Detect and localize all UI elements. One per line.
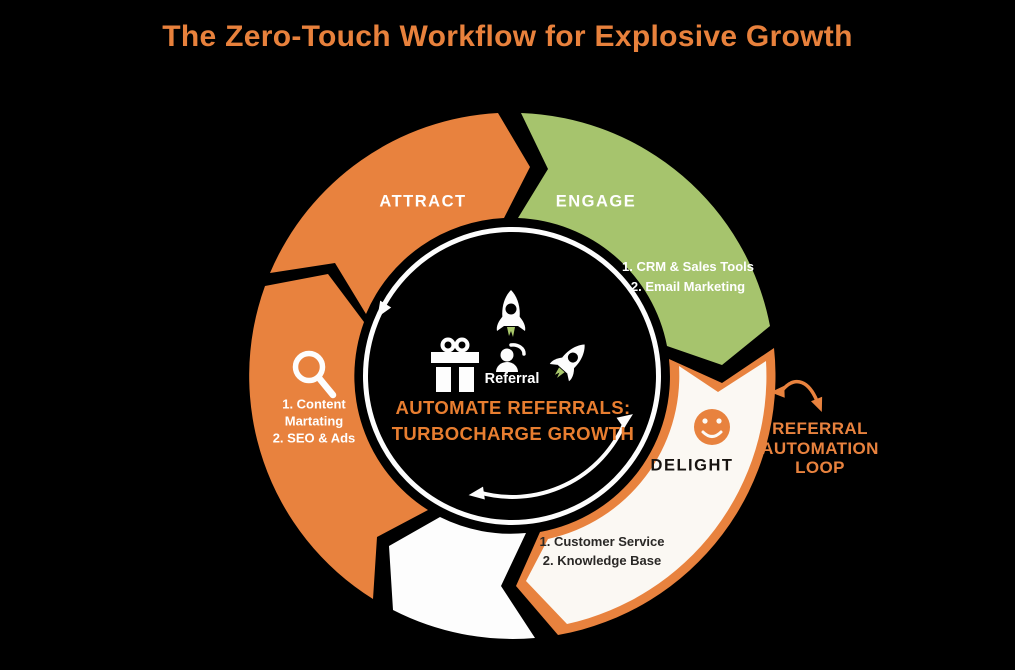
magnifier-icon — [292, 350, 337, 399]
engage-item: 2. Email Marketing — [630, 279, 746, 294]
loop-arrow-icon — [770, 380, 823, 412]
center-headline: AUTOMATE REFERRALS: TURBOCHARGE GROWTH — [392, 395, 635, 447]
attract-item: Martating — [284, 413, 344, 429]
loop-label-line: LOOP — [795, 457, 845, 477]
loop-label-line: AUTOMATION — [761, 438, 879, 458]
engage-item: 1. CRM & Sales Tools — [622, 259, 754, 274]
attract-item: 1. Content — [282, 396, 346, 412]
delight-item: 1. Customer Service — [539, 534, 665, 549]
bottom-arrow-segment-shape — [389, 517, 535, 639]
referral-person-icon — [496, 343, 526, 372]
center-headline-line: AUTOMATE REFERRALS: — [395, 397, 631, 418]
engage-segment-shape — [518, 113, 770, 365]
attract-segment-lower-shape — [249, 274, 428, 599]
attract-stage-label: ATTRACT — [379, 192, 467, 211]
referral-automation-loop-label: REFERRAL AUTOMATION LOOP — [761, 419, 879, 478]
attract-segment-upper-shape — [270, 113, 530, 314]
referral-caption: Referral — [484, 371, 540, 387]
delight-item: 2. Knowledge Base — [542, 553, 662, 568]
cycle-arrow-ring — [377, 300, 633, 500]
delight-items-list: 1. Customer Service 2. Knowledge Base — [539, 532, 664, 570]
smiley-icon — [694, 409, 730, 445]
loop-label-line: REFERRAL — [772, 418, 868, 438]
center-headline-line: TURBOCHARGE GROWTH — [391, 423, 635, 444]
engage-stage-label: ENGAGE — [555, 192, 637, 211]
attract-items-list: 1. Content Martating 2. SEO & Ads — [273, 396, 356, 447]
gift-icon — [431, 337, 479, 392]
page-title: The Zero-Touch Workflow for Explosive Gr… — [162, 20, 853, 53]
delight-stage-label: DELIGHT — [650, 456, 734, 475]
center-circle — [363, 227, 661, 525]
attract-item: 2. SEO & Ads — [272, 430, 356, 446]
engage-items-list: 1. CRM & Sales Tools 2. Email Marketing — [622, 257, 754, 297]
